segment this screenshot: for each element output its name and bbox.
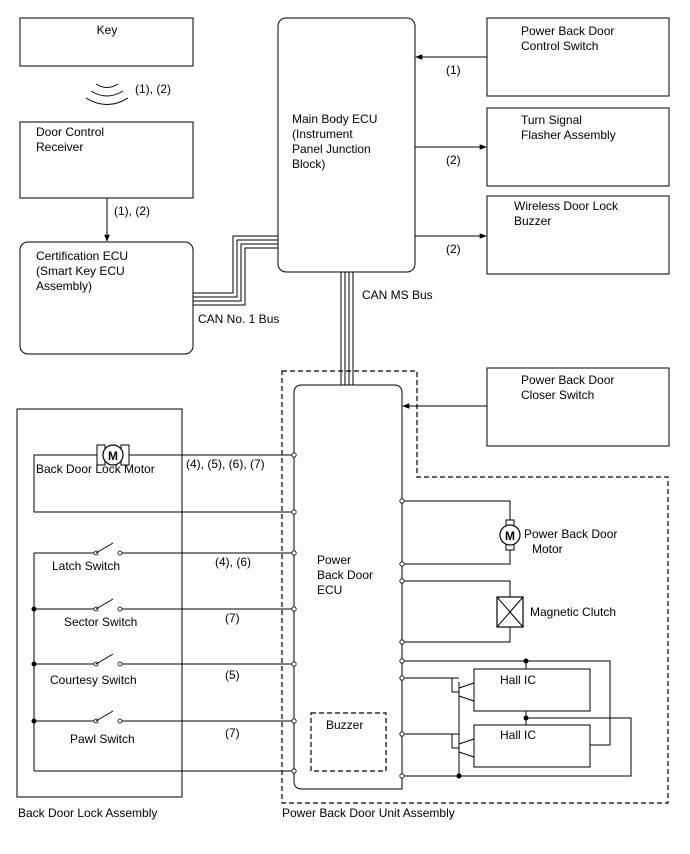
pawl-switch-circuit [31, 710, 294, 724]
latch-switch-circuit [34, 542, 294, 556]
pbd-motor-icon [499, 524, 521, 546]
lock-motor-signal-label: (4), (5), (6), (7) [186, 457, 265, 471]
main-body-ecu-label: Main Body ECU (Instrument Panel Junction… [292, 112, 381, 171]
back-door-lock-assembly-outline [16, 408, 183, 798]
pbd-ecu-block: Power Back Door ECU [293, 384, 403, 790]
hall-ic-2-label: Hall IC [500, 728, 536, 742]
back-door-lock-motor-icon [102, 444, 124, 466]
pbd-motor-circuit: M [402, 500, 521, 565]
pawl-signal-label: (7) [225, 726, 240, 740]
latch-switch-label: Latch Switch [52, 559, 120, 573]
back-door-lock-assembly-label: Back Door Lock Assembly [18, 806, 157, 820]
buzzer-label: Buzzer [326, 718, 363, 732]
buzzer-block: Buzzer [310, 712, 387, 772]
courtesy-signal-label: (5) [225, 668, 240, 682]
can-ms-bus-label: CAN MS Bus [362, 288, 433, 302]
hall-ic-2-block [473, 724, 591, 768]
sector-switch-label: Sector Switch [64, 615, 137, 629]
pbd-ecu-label: Power Back Door ECU [317, 553, 376, 597]
key-block: Key [19, 17, 194, 67]
ecu-left-terminals [291, 452, 297, 774]
svg-text:M: M [108, 449, 118, 463]
hall-ic-circuits: Hall IC Hall IC [402, 658, 632, 779]
back-door-lock-motor-circuit: M [33, 444, 294, 513]
key-label: Key [97, 23, 118, 37]
wireless-signal-icon [85, 83, 129, 105]
can-no1-bus-label: CAN No. 1 Bus [198, 312, 279, 326]
latch-signal-label: (4), (6) [215, 555, 251, 569]
wireless-buzzer-label: Wireless Door Lock Buzzer [514, 199, 621, 228]
hall-ic-1-label: Hall IC [500, 673, 536, 687]
magnetic-clutch-circuit [402, 580, 524, 643]
door-control-receiver-label: Door Control Receiver [36, 125, 107, 154]
receiver-to-certification-label: (1), (2) [114, 204, 150, 218]
switch-to-main-label: (1) [446, 63, 461, 77]
back-door-lock-motor-label: Back Door Lock Motor [36, 462, 155, 476]
turn-signal-flasher-block: Turn Signal Flasher Assembly [486, 107, 670, 187]
pbd-control-switch-label: Power Back Door Control Switch [521, 24, 618, 53]
main-to-turn-label: (2) [446, 153, 461, 167]
sector-signal-label: (7) [225, 611, 240, 625]
pbd-control-switch-block: Power Back Door Control Switch [486, 17, 670, 97]
courtesy-switch-circuit [31, 653, 294, 667]
pawl-switch-label: Pawl Switch [70, 732, 135, 746]
pbd-motor-label: Power Back Door Motor [524, 527, 621, 556]
turn-signal-flasher-label: Turn Signal Flasher Assembly [521, 113, 616, 142]
door-control-receiver-block: Door Control Receiver [19, 121, 194, 199]
hall-ic-1-block [473, 668, 591, 712]
certification-ecu-label: Certification ECU (Smart Key ECU Assembl… [36, 249, 131, 293]
svg-text:M: M [505, 529, 515, 543]
magnetic-clutch-label: Magnetic Clutch [530, 605, 616, 619]
main-to-buzzer-label: (2) [446, 242, 461, 256]
can-ms-bus [340, 272, 354, 385]
pbd-closer-switch-label: Power Back Door Closer Switch [521, 373, 618, 402]
wireless-signal-label: (1), (2) [135, 82, 171, 96]
ecu-right-terminals [399, 498, 405, 779]
courtesy-switch-label: Courtesy Switch [50, 673, 137, 687]
certification-ecu-block: Certification ECU (Smart Key ECU Assembl… [19, 241, 194, 355]
wireless-buzzer-block: Wireless Door Lock Buzzer [486, 195, 670, 275]
pbd-unit-assembly-outline [281, 370, 669, 804]
main-body-ecu-block: Main Body ECU (Instrument Panel Junction… [277, 17, 416, 273]
sector-switch-circuit [31, 598, 294, 612]
pbd-unit-assembly-label: Power Back Door Unit Assembly [282, 806, 455, 820]
pbd-closer-switch-block: Power Back Door Closer Switch [486, 367, 670, 447]
can-no1-bus [193, 235, 278, 306]
